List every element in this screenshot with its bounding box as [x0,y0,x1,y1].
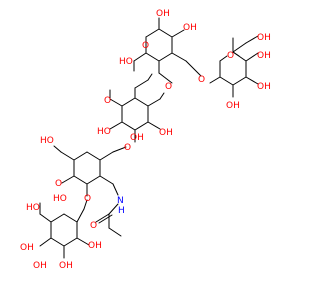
atom-label: O [55,179,62,189]
atom-label: O [165,82,172,92]
atom-label: OH [59,261,73,271]
atom-labels: OH OH O O OH OH HO O OH OH O OH O HO OH … [20,9,271,271]
atom-label: OH [33,261,47,271]
atom-label: OH [20,243,34,253]
atom-label: OH [226,101,240,111]
molecule-structure: OH OH O O OH OH HO O OH OH O OH O HO OH … [20,9,271,271]
atom-label: OH [88,241,102,251]
atom-label: OH [159,128,173,138]
atom-label: OH [257,33,271,43]
atom-label: HO [26,203,40,213]
atom-label: O [227,51,234,61]
atom-label: OH [130,133,144,143]
atom-label: HO [97,127,111,137]
atom-label: HO [119,57,133,67]
atom-label: O [198,75,205,85]
atom-label: OH [257,51,271,61]
atom-label: HO [53,194,67,204]
atom-label: O [124,143,131,153]
atom-label: H [118,206,125,216]
atom-label: OH [257,82,271,92]
atom-label: O [90,221,97,231]
atom-label: O [104,96,111,106]
atom-label: OH [183,23,197,33]
bonds [39,17,259,259]
atom-label: O [142,41,149,51]
atom-label: HO [40,136,54,146]
atom-label: O [84,194,91,204]
atom-label: OH [156,9,170,19]
atom-label: N [117,196,124,206]
